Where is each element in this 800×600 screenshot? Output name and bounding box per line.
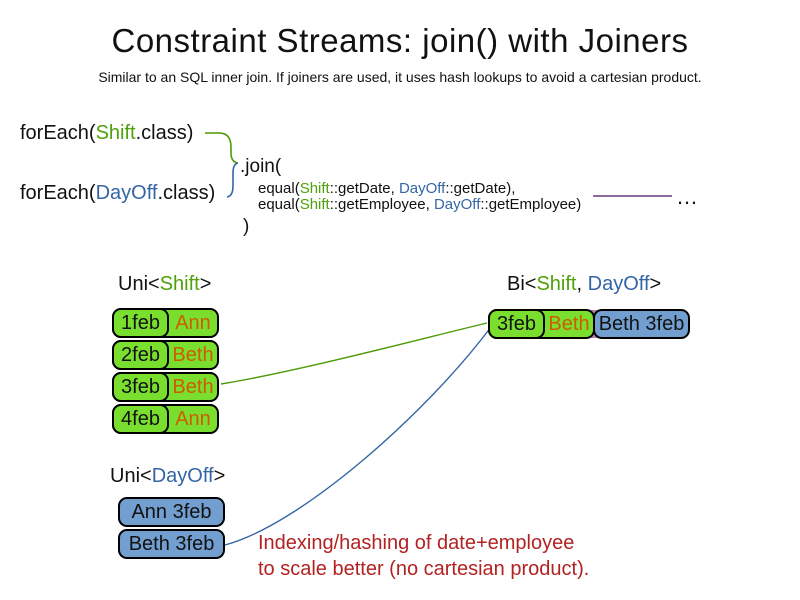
shift-row: 4feb Ann: [112, 404, 219, 434]
shift-employee-cell: Ann: [175, 407, 211, 430]
code-text: equal(: [258, 196, 300, 213]
more-joiners-ellipsis: …: [676, 184, 700, 209]
code-joiner-date: equal(Shift::getDate, DayOff::getDate),: [258, 180, 515, 197]
code-foreach-shift: forEach(Shift.class): [20, 122, 193, 145]
shift-date-cell: 1feb: [112, 308, 169, 338]
bi-dayoff-part: Beth 3feb: [593, 309, 690, 339]
shift-date-cell: 3feb: [112, 372, 169, 402]
code-text: .class): [135, 122, 194, 144]
code-text: equal(: [258, 180, 300, 197]
joiner-purple-line: [593, 195, 672, 197]
shift-class-token: Shift: [159, 273, 200, 295]
code-join-close: ): [243, 216, 250, 237]
shift-date-cell: 4feb: [112, 404, 169, 434]
shift-employee-cell: Ann: [175, 311, 211, 334]
code-join-open: .join(: [240, 156, 282, 177]
shift-row: 1feb Ann: [112, 308, 219, 338]
dayoff-row: Beth 3feb: [118, 529, 225, 559]
dayoff-class-token: DayOff: [151, 465, 214, 487]
brace-blue-half: [226, 162, 239, 198]
code-text: ::getDate,: [329, 180, 399, 197]
uni-dayoff-label: Uni<DayOff>: [110, 465, 225, 488]
dayoff-class-token: DayOff: [95, 182, 158, 204]
bi-label: Bi<Shift, DayOff>: [507, 273, 661, 296]
code-text: ::getEmployee): [480, 196, 582, 213]
shift-employee-cell: Beth: [172, 375, 214, 398]
code-text: forEach(: [20, 182, 96, 204]
indexing-note: Indexing/hashing of date+employee to scal…: [258, 530, 589, 582]
shift-employee-cell: Beth: [548, 312, 590, 335]
page-title: Constraint Streams: join() with Joiners: [111, 22, 689, 59]
shift-class-token: Shift: [299, 196, 330, 213]
code-text: ::getEmployee,: [329, 196, 434, 213]
shift-class-token: Shift: [536, 273, 577, 295]
code-text: .class): [157, 182, 216, 204]
dayoff-to-bi-connector: [224, 326, 492, 546]
code-text: ::getDate),: [445, 180, 516, 197]
shift-date-cell: 3feb: [488, 309, 545, 339]
dayoff-class-token: DayOff: [433, 196, 481, 213]
uni-shift-table: 1feb Ann 2feb Beth 3feb Beth 4feb Ann: [112, 308, 219, 436]
note-line: Indexing/hashing of date+employee: [258, 532, 575, 554]
note-line: to scale better (no cartesian product).: [258, 558, 590, 580]
dayoff-text-cell: Beth 3feb: [128, 532, 215, 555]
shift-row: 3feb Beth: [112, 372, 219, 402]
code-text: forEach(: [20, 122, 96, 144]
dayoff-text-cell: Ann 3feb: [131, 500, 212, 523]
shift-class-token: Shift: [299, 180, 330, 197]
brace-green-half: [205, 132, 239, 164]
dayoff-class-token: DayOff: [398, 180, 446, 197]
label-text: >: [199, 273, 212, 295]
label-text: >: [649, 273, 662, 295]
shift-class-token: Shift: [95, 122, 136, 144]
dayoff-class-token: DayOff: [587, 273, 650, 295]
label-text: >: [213, 465, 226, 487]
shift-row: 2feb Beth: [112, 340, 219, 370]
label-text: Uni<: [118, 273, 160, 295]
uni-shift-label: Uni<Shift>: [118, 273, 211, 296]
dayoff-row: Ann 3feb: [118, 497, 225, 527]
label-text: ,: [576, 273, 588, 295]
shift-to-bi-connector: [220, 322, 488, 385]
code-joiner-employee: equal(Shift::getEmployee, DayOff::getEmp…: [258, 196, 581, 213]
code-foreach-dayoff: forEach(DayOff.class): [20, 182, 215, 205]
shift-date-cell: 2feb: [112, 340, 169, 370]
dayoff-text-cell: Beth 3feb: [598, 312, 685, 335]
page-subtitle: Similar to an SQL inner join. If joiners…: [98, 69, 702, 85]
label-text: Bi<: [507, 273, 537, 295]
bi-shift-part: 3feb Beth: [488, 309, 595, 339]
label-text: Uni<: [110, 465, 152, 487]
uni-dayoff-table: Ann 3feb Beth 3feb: [118, 497, 225, 561]
shift-employee-cell: Beth: [172, 343, 214, 366]
